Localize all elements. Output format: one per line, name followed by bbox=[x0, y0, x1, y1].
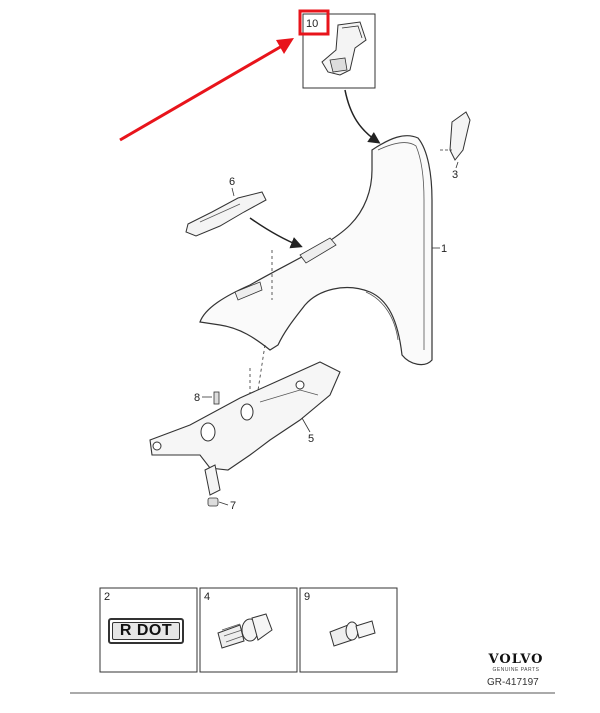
r-dot-text: R DOT bbox=[112, 622, 180, 640]
detail-box-9-number: 9 bbox=[304, 591, 310, 603]
highlight-frame bbox=[298, 9, 330, 36]
volvo-logo: VOLVO bbox=[488, 652, 544, 667]
part-6-bracket: 6 bbox=[185, 176, 303, 249]
flange-bolt-icon bbox=[217, 613, 273, 649]
stud-icon bbox=[329, 620, 376, 647]
part-7-nut: 7 bbox=[207, 497, 236, 512]
red-arrow bbox=[119, 38, 294, 142]
callout-10: 10 bbox=[306, 18, 318, 30]
detail-box-9: 9 bbox=[299, 587, 398, 673]
part-10-detail-box: 10 bbox=[298, 9, 376, 89]
part-3-bracket: 3 bbox=[440, 111, 471, 181]
callout-1: 1 bbox=[441, 243, 447, 255]
callout-7: 7 bbox=[230, 500, 236, 512]
callout-3: 3 bbox=[452, 169, 458, 181]
part-5-inner-panel: 5 bbox=[149, 361, 341, 496]
callout-8: 8 bbox=[194, 392, 200, 404]
front-fender: 1 bbox=[199, 135, 447, 366]
part-8-screw: 8 bbox=[194, 391, 220, 405]
detail-box-4-number: 4 bbox=[204, 591, 210, 603]
diagram-reference: GR-417197 bbox=[487, 677, 539, 688]
callout-5: 5 bbox=[308, 433, 314, 445]
callout-6: 6 bbox=[229, 176, 235, 188]
r-dot-label: R DOT bbox=[108, 618, 184, 644]
detail-box-4: 4 bbox=[199, 587, 298, 673]
detail-box-2-number: 2 bbox=[104, 591, 110, 603]
genuine-parts-text: GENUINE PARTS bbox=[492, 667, 540, 673]
